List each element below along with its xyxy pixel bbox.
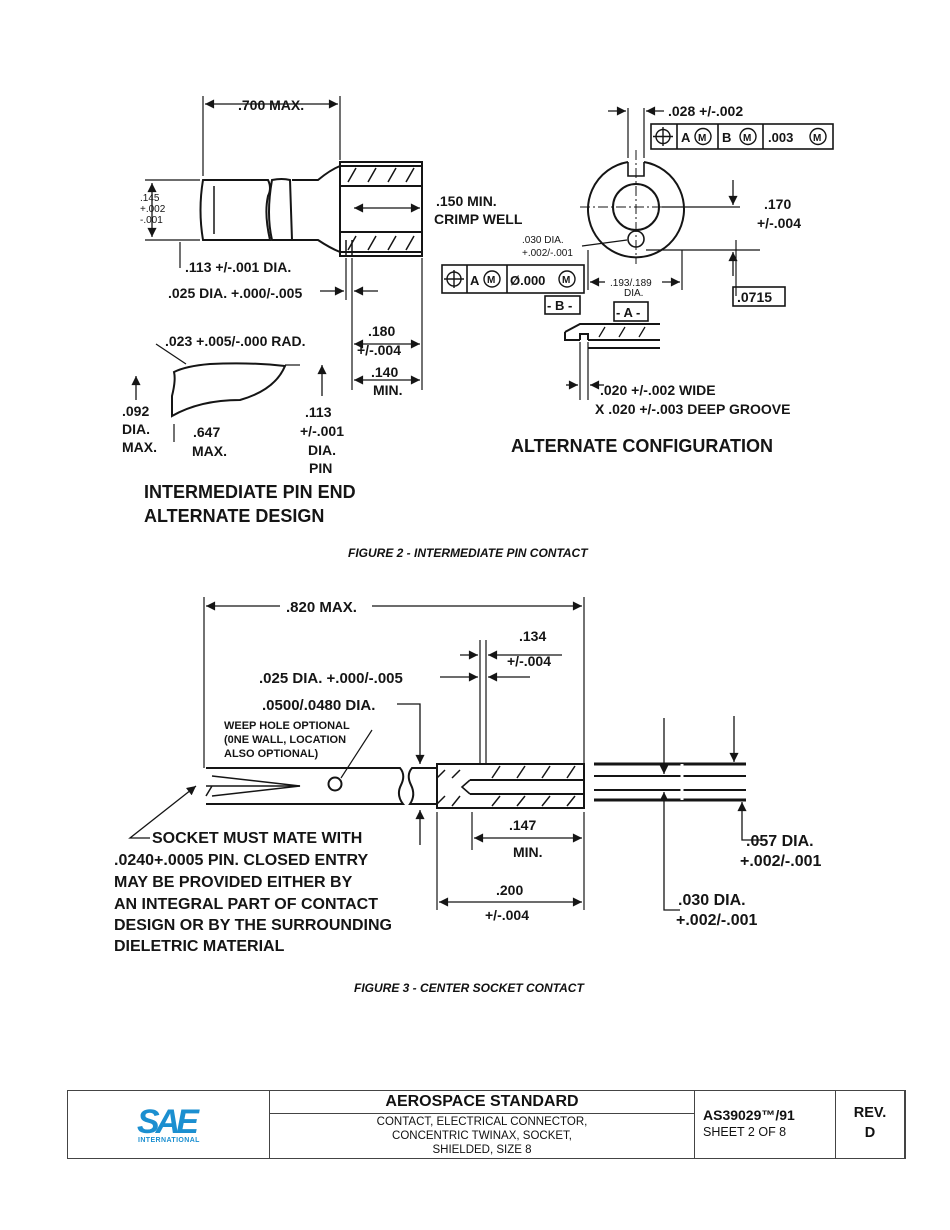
revision-value: D <box>864 1125 876 1141</box>
figure2-pin-labels: .700 MAX. .145 +.002 -.001 .150 MIN. CRI… <box>122 97 523 526</box>
dim-147-line1: .147 <box>509 817 536 833</box>
dim-134-line1: .134 <box>519 628 546 644</box>
dim-134-line2: +/-.004 <box>507 653 551 669</box>
note-line3: MAY BE PROVIDED EITHER BY <box>114 874 353 891</box>
note-line5: DESIGN OR BY THE SURROUNDING <box>114 917 392 934</box>
figure3-socket-drawing <box>128 597 760 911</box>
dim-025-dia-socket: .025 DIA. +.000/-.005 <box>259 670 403 687</box>
pin-end-title-line2: ALTERNATE DESIGN <box>144 506 324 526</box>
dim-647-line1: .647 <box>193 424 220 440</box>
dim-092-line1: .092 <box>122 403 149 419</box>
dim-0715: .0715 <box>737 289 772 305</box>
fcf-top-tolerance: .003 <box>768 130 793 145</box>
fcf-mid-mod-1: M <box>487 275 495 286</box>
dim-145-line3: -.001 <box>140 215 163 226</box>
dim-180-line2: +/-.004 <box>357 342 401 358</box>
note-line6: DIELETRIC MATERIAL <box>114 938 285 955</box>
dim-820-max: .820 MAX. <box>286 599 357 616</box>
title-cell: AEROSPACE STANDARD CONTACT, ELECTRICAL C… <box>270 1091 695 1158</box>
dim-147-line2: MIN. <box>513 844 543 860</box>
figure2-alternate-labels: .028 +/-.002 A M B M .003 M .170 +/-.004… <box>470 103 821 456</box>
dim-200-line2: +/-.004 <box>485 907 529 923</box>
dim-180-line1: .180 <box>368 323 395 339</box>
fcf-top-datum-b: B <box>722 130 731 145</box>
dim-145-line1: .145 <box>140 193 160 204</box>
dim-145-line2: +.002 <box>140 204 166 215</box>
note-line4: AN INTEGRAL PART OF CONTACT <box>114 896 378 913</box>
standard-description: CONTACT, ELECTRICAL CONNECTOR, CONCENTRI… <box>270 1115 694 1157</box>
dim-200-line1: .200 <box>496 882 523 898</box>
dim-057-line2: +.002/-.001 <box>740 853 822 870</box>
dim-170-line2: +/-.004 <box>757 215 801 231</box>
standard-heading: AEROSPACE STANDARD <box>270 1091 694 1114</box>
dim-030-line2: +.002/-.001 <box>522 248 573 259</box>
dim-023-rad: .023 +.005/-.000 RAD. <box>165 333 305 349</box>
dim-113-pin-line4: PIN <box>309 460 332 476</box>
dim-193-line1: .193/.189 <box>610 278 652 289</box>
weep-line3: ALSO OPTIONAL) <box>224 748 318 760</box>
dim-030-line1: .030 DIA. <box>678 892 746 909</box>
pin-end-title-line1: INTERMEDIATE PIN END <box>144 482 356 502</box>
dim-170-line1: .170 <box>764 196 791 212</box>
note-line1: SOCKET MUST MATE WITH <box>152 830 362 847</box>
dim-113-pin-line2: +/-.001 <box>300 423 344 439</box>
alternate-config-title: ALTERNATE CONFIGURATION <box>511 436 773 456</box>
dim-025-dia: .025 DIA. +.000/-.005 <box>168 285 302 301</box>
dim-028: .028 +/-.002 <box>668 103 743 119</box>
dim-057-line1: .057 DIA. <box>746 833 814 850</box>
fcf-mid-mod-2: M <box>562 275 570 286</box>
sae-logo: SAE INTERNATIONAL <box>68 1091 270 1158</box>
figure3-caption: FIGURE 3 - CENTER SOCKET CONTACT <box>354 981 584 995</box>
fcf-mid-tolerance: Ø.000 <box>510 273 545 288</box>
fcf-top-mod-3: M <box>813 133 821 144</box>
revision-cell: REV. D <box>836 1091 905 1158</box>
dim-113-dia: .113 +/-.001 DIA. <box>185 259 291 275</box>
groove-line2: X .020 +/-.003 DEEP GROOVE <box>595 401 790 417</box>
figure2-pin-drawing <box>131 96 423 442</box>
figure3-socket-labels: .820 MAX. .134 +/-.004 .025 DIA. +.000/-… <box>114 599 822 955</box>
sae-logo-mark: SAE <box>137 1103 199 1141</box>
dim-140-line1: .140 <box>371 364 398 380</box>
revision-label: REV. <box>853 1105 887 1121</box>
datum-b: - B - <box>547 298 572 313</box>
dim-700-max: .700 MAX. <box>238 97 304 113</box>
dim-0500-dia: .0500/.0480 DIA. <box>262 697 375 714</box>
dim-193-line2: DIA. <box>624 288 643 299</box>
sae-logo-subtitle: INTERNATIONAL <box>138 1137 200 1144</box>
document-number-cell: AS39029™/91 SHEET 2 OF 8 <box>695 1091 836 1158</box>
title-block: SAE INTERNATIONAL AEROSPACE STANDARD CON… <box>67 1090 906 1159</box>
dim-030-line2: +.002/-.001 <box>676 912 758 929</box>
fcf-top-mod-2: M <box>743 133 751 144</box>
dim-113-pin-line3: DIA. <box>308 442 336 458</box>
figure2-caption: FIGURE 2 - INTERMEDIATE PIN CONTACT <box>348 546 588 560</box>
figure2-alternate-drawing <box>441 106 834 400</box>
dim-647-line2: MAX. <box>192 443 227 459</box>
label-crimp-well: CRIMP WELL <box>434 211 523 227</box>
description-line2: CONCENTRIC TWINAX, SOCKET, <box>392 1130 572 1142</box>
dim-092-line3: MAX. <box>122 439 157 455</box>
weep-line1: WEEP HOLE OPTIONAL <box>224 720 350 732</box>
dim-150-min: .150 MIN. <box>436 193 497 209</box>
groove-line1: .020 +/-.002 WIDE <box>600 382 716 398</box>
weep-line2: (0NE WALL, LOCATION <box>224 734 346 746</box>
fcf-mid-datum-a: A <box>470 273 480 288</box>
note-line2: .0240+.0005 PIN. CLOSED ENTRY <box>114 852 369 869</box>
dim-030-line1: .030 DIA. <box>522 235 564 246</box>
description-line1: CONTACT, ELECTRICAL CONNECTOR, <box>376 1116 588 1128</box>
dim-092-line2: DIA. <box>122 421 150 437</box>
sheet-number: SHEET 2 OF 8 <box>703 1125 787 1139</box>
document-number: AS39029™/91 <box>703 1107 795 1123</box>
fcf-top-mod-1: M <box>698 133 706 144</box>
dim-113-pin-line1: .113 <box>305 404 332 420</box>
datum-a: - A - <box>616 305 640 320</box>
description-line3: SHIELDED, SIZE 8 <box>432 1144 532 1156</box>
fcf-top-datum-a: A <box>681 130 691 145</box>
dim-140-line2: MIN. <box>373 382 403 398</box>
